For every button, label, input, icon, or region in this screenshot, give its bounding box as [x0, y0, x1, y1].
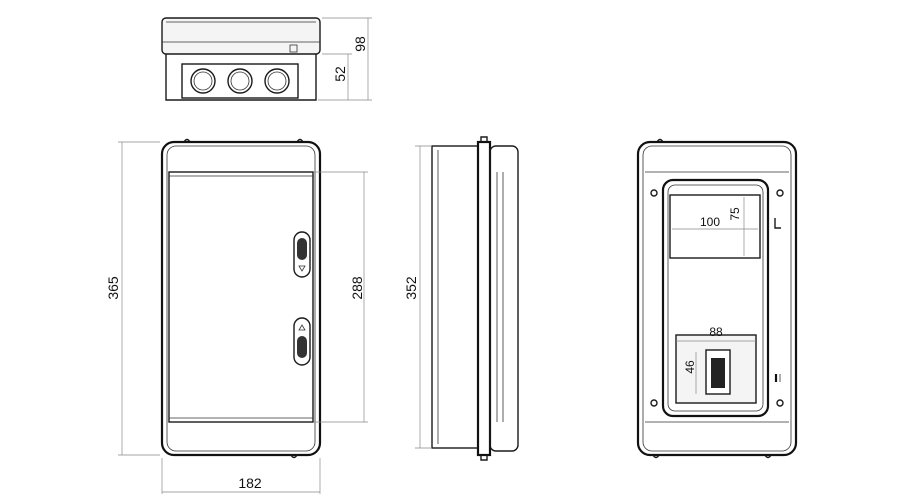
dim-breaker-height: 46 — [683, 360, 697, 374]
side-view-frame — [476, 140, 492, 457]
screw-top-right — [776, 189, 784, 197]
top-view: 98 52 — [161, 17, 372, 101]
screw-bottom-right — [776, 399, 784, 407]
front-door — [168, 171, 314, 423]
top-view-lid — [161, 17, 321, 55]
front-view: 365 288 182 — [105, 138, 368, 494]
front-view-enclosure — [160, 140, 322, 457]
side-view-body — [431, 145, 479, 449]
top-view-body — [165, 54, 317, 101]
dim-front-height: 365 — [105, 276, 121, 300]
breaker-toggle — [711, 358, 725, 388]
screw-bottom-left — [650, 399, 658, 407]
dim-front-width: 182 — [238, 475, 262, 491]
dim-door-height: 288 — [349, 276, 365, 300]
knockout-hole-3 — [264, 68, 290, 94]
interior-view: 100 75 88 46 — [636, 138, 798, 459]
dim-top-base: 52 — [332, 66, 348, 82]
side-view-door — [489, 145, 519, 452]
meter-window — [669, 194, 761, 259]
dim-side-height: 352 — [403, 276, 419, 300]
knockout-hole-2 — [227, 68, 253, 94]
interior-enclosure — [636, 140, 798, 457]
dim-breaker-width: 88 — [709, 325, 723, 339]
dim-window-width: 100 — [700, 215, 720, 229]
dim-top-total: 98 — [352, 36, 368, 52]
knockout-hole-1 — [190, 68, 216, 94]
dim-window-height: 75 — [728, 207, 742, 221]
side-view: 352 — [403, 136, 519, 461]
inner-mounting-frame — [661, 178, 770, 418]
screw-top-left — [650, 189, 658, 197]
